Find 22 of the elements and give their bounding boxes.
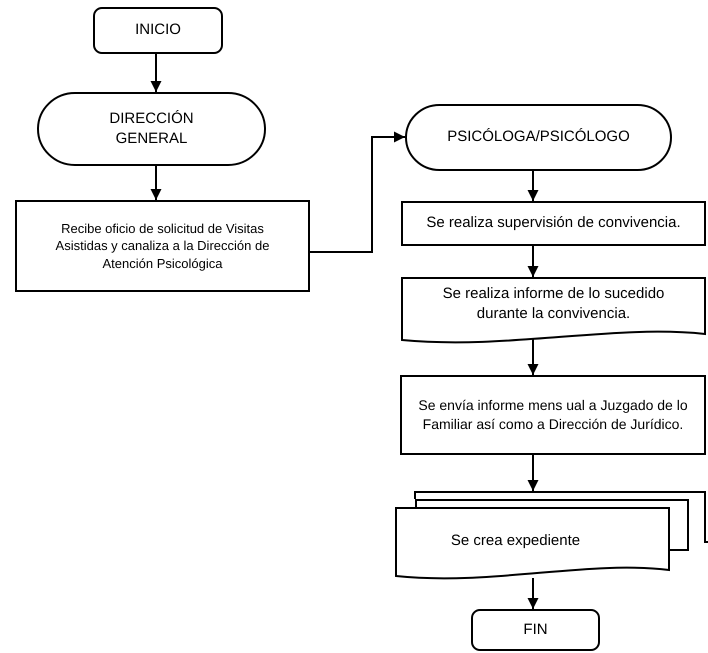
node-text: Se realiza supervisión de convivencia. — [426, 213, 681, 234]
process-box — [15, 200, 310, 292]
arrow — [150, 166, 162, 200]
node-text: Se realiza informe de lo sucedido durante la convivencia. — [442, 284, 666, 324]
arrow — [528, 339, 538, 375]
arrow — [528, 246, 538, 277]
node-text: Se envía informe mens ual a Juzgado de lo Familiar así como a Dirección de Jurídico. — [417, 396, 689, 434]
node-text: PSICÓLOGA/PSICÓLOGO — [447, 127, 630, 148]
node-text: INICIO — [135, 20, 181, 40]
arrow — [528, 455, 538, 491]
process-box — [400, 375, 706, 455]
process-box — [401, 201, 706, 246]
node-text: Se crea expediente — [450, 531, 580, 552]
arrow — [528, 578, 538, 609]
node-text: DIRECCIÓN GENERAL — [108, 108, 195, 149]
terminal-box — [93, 7, 223, 54]
terminal-box — [471, 609, 600, 651]
arrow — [310, 132, 405, 253]
node-text: FIN — [523, 620, 548, 640]
node-text: Recibe oficio de solicitud de Visitas Asistidas y canaliza a la Dirección de Atención Psicológica — [54, 220, 270, 272]
arrow — [150, 54, 162, 92]
arrow — [528, 171, 538, 201]
